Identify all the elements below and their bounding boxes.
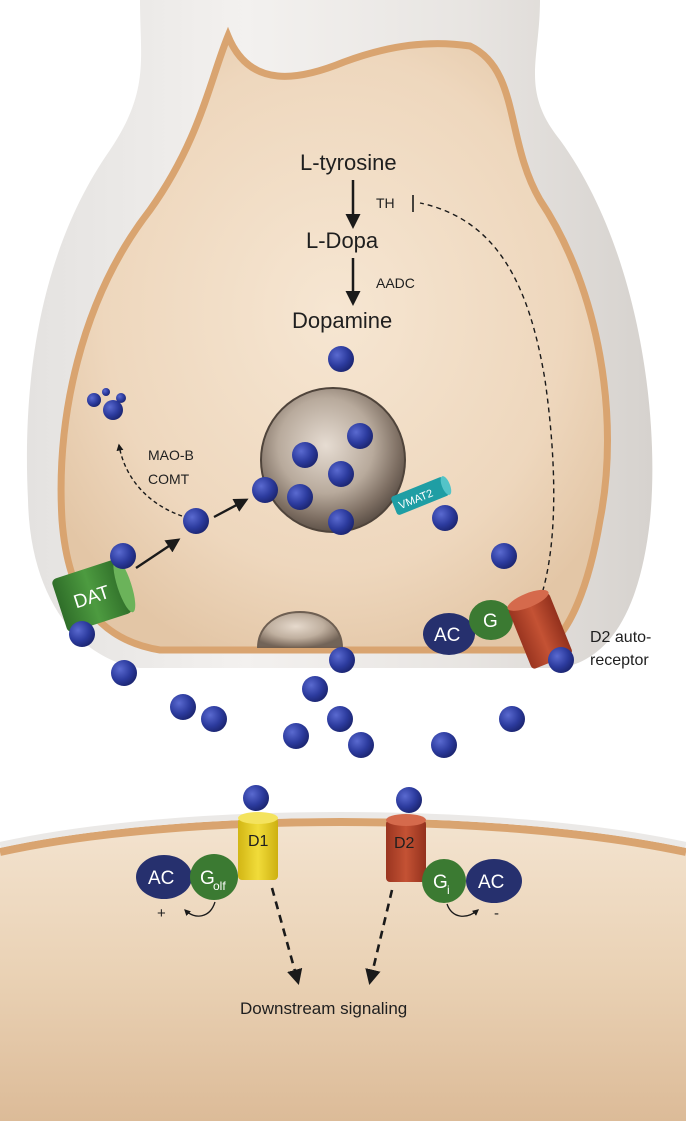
- dopamine-molecule: [328, 346, 354, 372]
- plus-sign: +: [157, 905, 166, 922]
- postsynaptic-membrane: [0, 818, 686, 856]
- l-tyrosine-label: L-tyrosine: [300, 150, 397, 175]
- dopamine-molecule: [292, 442, 318, 468]
- presynaptic-terminal: [61, 36, 608, 650]
- minus-sign: -: [494, 905, 499, 922]
- presynaptic-ac-label: AC: [434, 625, 460, 646]
- presynaptic-ac: [423, 613, 475, 655]
- dopamine-molecule: [283, 723, 309, 749]
- dopamine-label: Dopamine: [292, 308, 392, 333]
- d2-autoreceptor-label-1: D2 auto-: [590, 629, 651, 646]
- presynaptic-g-label: G: [483, 611, 498, 632]
- golf-label: G: [200, 868, 215, 889]
- aadc-label: AADC: [376, 275, 415, 291]
- dopamine-molecule: [327, 706, 353, 732]
- dopamine-molecule: [431, 732, 457, 758]
- postsynaptic-ac-left: [136, 855, 192, 899]
- th-label: TH: [376, 195, 395, 211]
- d2-receptor: [386, 814, 426, 882]
- dopamine-molecule: [329, 647, 355, 673]
- gi-label: G: [433, 872, 448, 893]
- dopamine-molecule: [348, 732, 374, 758]
- dopamine-molecule: [201, 706, 227, 732]
- dopamine-molecule: [491, 543, 517, 569]
- dopamine-molecule: [111, 660, 137, 686]
- dopamine-molecule: [499, 706, 525, 732]
- dopamine-molecule: [170, 694, 196, 720]
- dopamine-molecule: [347, 423, 373, 449]
- d1-receptor: [238, 812, 278, 880]
- vmat2-transporter: [391, 476, 452, 515]
- dopamine-molecule: [252, 477, 278, 503]
- mao-b-label: MAO-B: [148, 447, 194, 463]
- fusing-vesicle: [258, 612, 342, 648]
- postsynaptic-membrane-outer: [0, 812, 686, 848]
- ac-right-label: AC: [478, 872, 504, 893]
- golf-activation-arrow: [184, 901, 216, 917]
- gi-subscript: i: [447, 883, 450, 897]
- metabolism-arrow: [116, 443, 183, 517]
- presynaptic-g-protein: [469, 600, 513, 640]
- dopamine-molecule: [432, 505, 458, 531]
- dopamine-molecule: [328, 461, 354, 487]
- postsynaptic-ac-right: [466, 859, 522, 903]
- d2-autoreceptor-label-2: receptor: [590, 652, 649, 669]
- dopamine-molecule: [69, 621, 95, 647]
- degraded-dopamine-fragments: [87, 388, 126, 420]
- fusing-vesicle-outline: [257, 611, 343, 649]
- gi-inhibition-arrow: [446, 903, 479, 917]
- golf-protein: [190, 854, 238, 900]
- d2-downstream-arrow: [365, 889, 394, 986]
- d1-label: D1: [248, 833, 269, 850]
- vesicle-loading-arrow: [213, 498, 249, 519]
- dopamine-molecule: [328, 509, 354, 535]
- dopamine-molecule: [396, 787, 422, 813]
- autoreceptor-feedback-line: [419, 202, 555, 601]
- downstream-signaling-label: Downstream signaling: [240, 999, 407, 1018]
- dat-reuptake-arrow: [135, 538, 181, 569]
- d1-downstream-arrow: [270, 887, 303, 986]
- dopamine-molecule: [110, 543, 136, 569]
- ac-left-label: AC: [148, 868, 174, 889]
- dopamine-molecule: [548, 647, 574, 673]
- dopamine-molecule: [183, 508, 209, 534]
- l-dopa-label: L-Dopa: [306, 228, 379, 253]
- dopamine-molecule: [302, 676, 328, 702]
- postsynaptic-cell: [0, 822, 686, 1121]
- gi-protein: [422, 859, 466, 903]
- dopamine-molecule: [243, 785, 269, 811]
- comt-label: COMT: [148, 471, 190, 487]
- dopamine-molecules: [69, 346, 574, 813]
- presynaptic-membrane: [57, 26, 611, 654]
- dat-transporter: [52, 558, 136, 632]
- dopamine-molecule: [287, 484, 313, 510]
- golf-subscript: olf: [213, 879, 226, 893]
- d2-label: D2: [394, 835, 415, 852]
